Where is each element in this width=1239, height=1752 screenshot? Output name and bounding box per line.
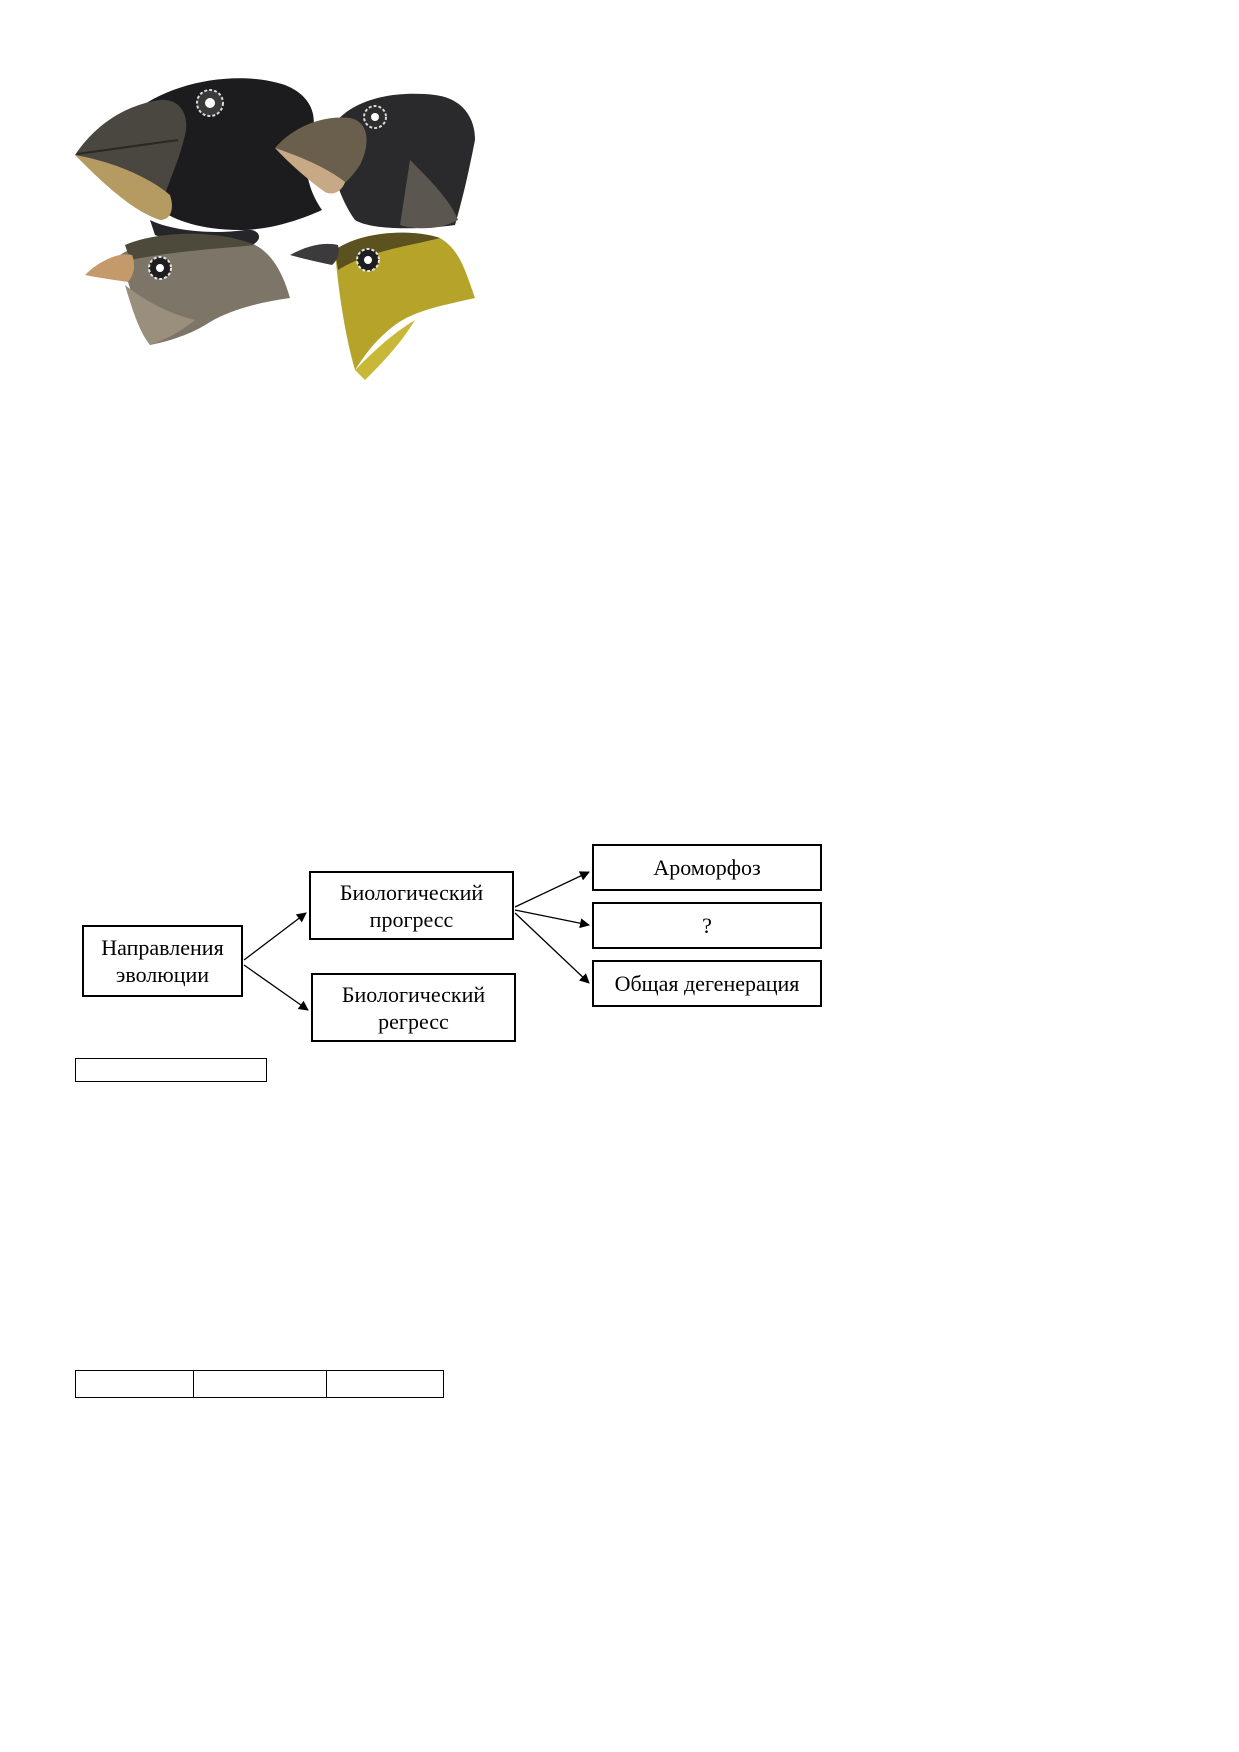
arrow-to-regress [243, 964, 309, 1011]
arrow-to-progress [243, 912, 307, 961]
diagram-node-aromorphosis: Ароморфоз [592, 844, 822, 891]
answer-cell-1[interactable] [75, 1370, 194, 1398]
medium-beak-finch-head [275, 93, 475, 229]
diagram-node-unknown: ? [592, 902, 822, 949]
arrow-to-unknown [514, 909, 590, 929]
answer-field[interactable] [75, 1058, 267, 1082]
arrow-to-aromorphosis [514, 871, 590, 908]
diagram-node-evolution-directions: Направления эволюции [82, 925, 243, 997]
arrow-to-degeneration [514, 912, 590, 984]
answer-cell-2[interactable] [193, 1370, 327, 1398]
diagram-node-general-degeneration: Общая дегенерация [592, 960, 822, 1007]
warbler-finch-head [290, 232, 475, 380]
answer-table [75, 1370, 444, 1398]
small-beak-finch-head [85, 233, 290, 345]
diagram-node-biological-progress: Биологический прогресс [309, 871, 514, 940]
diagram-node-biological-regress: Биологический регресс [311, 973, 516, 1042]
large-beak-finch-head [75, 78, 322, 248]
answer-cell-3[interactable] [326, 1370, 444, 1398]
finch-heads-illustration [75, 78, 475, 380]
answer-table-row [75, 1370, 444, 1398]
